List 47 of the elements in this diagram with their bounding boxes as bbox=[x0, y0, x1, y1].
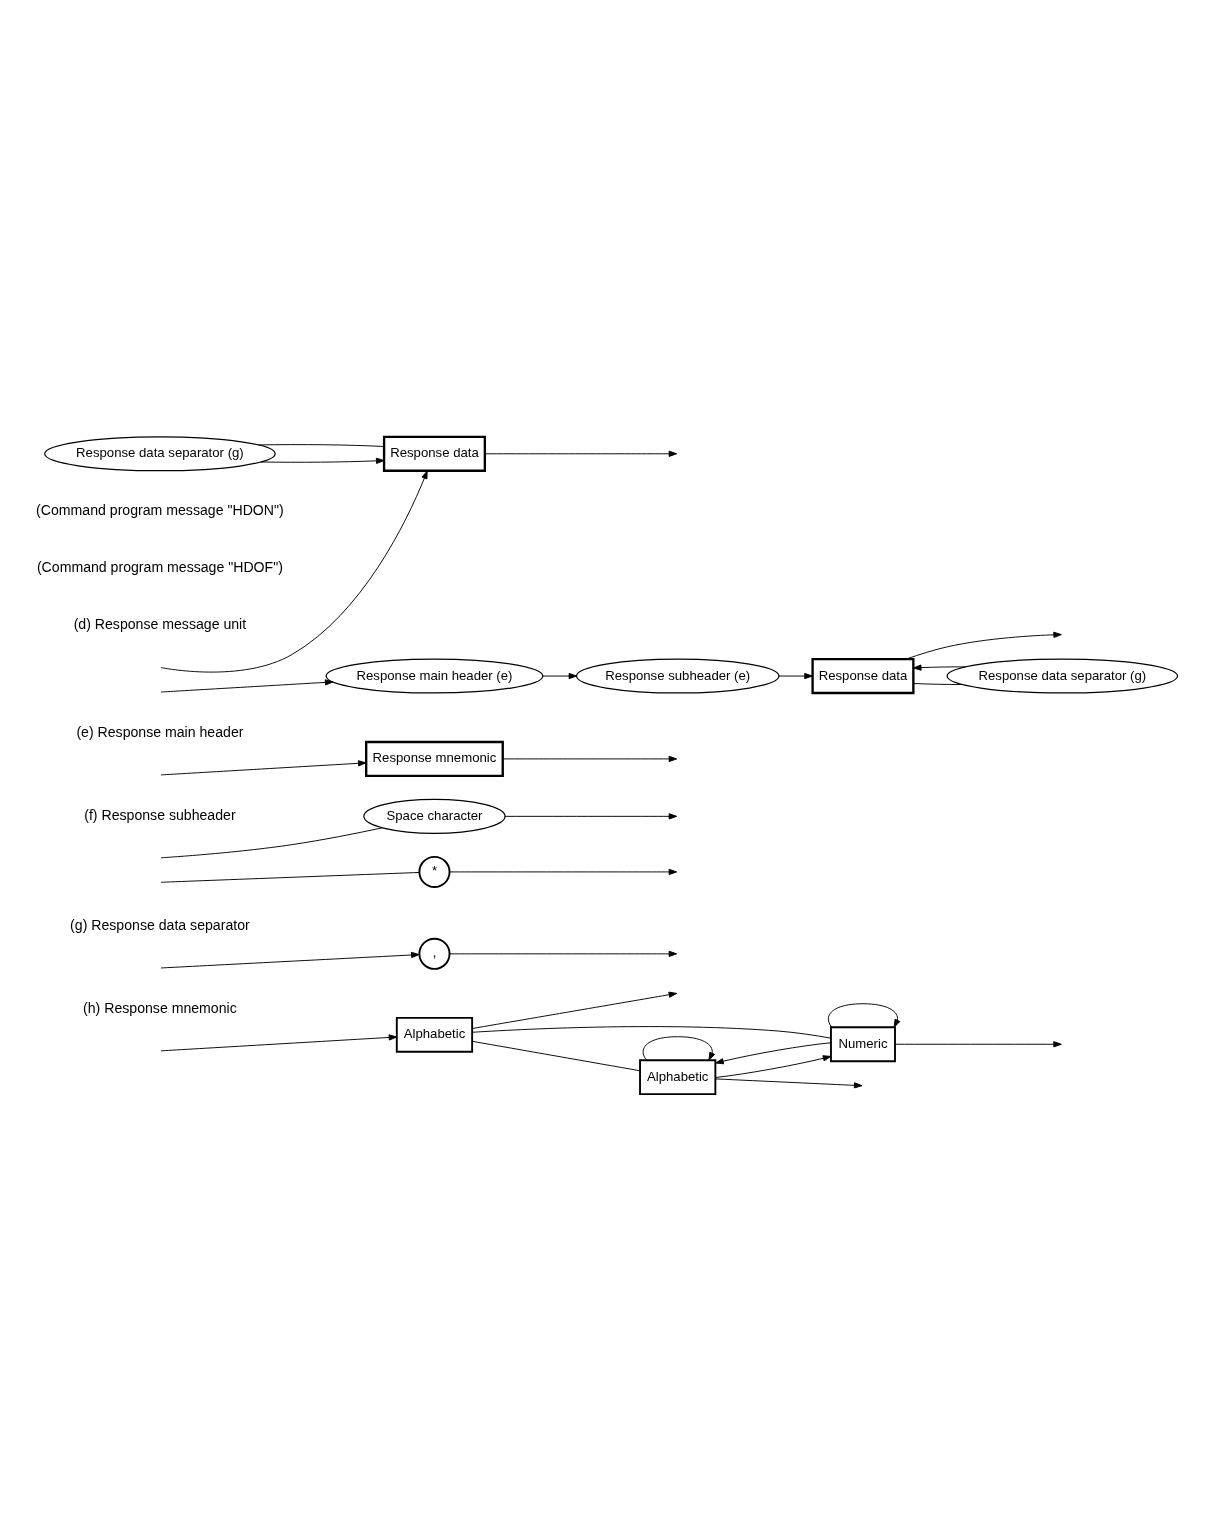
node-box: Numeric bbox=[830, 1025, 896, 1062]
arrow bbox=[778, 672, 813, 679]
connector bbox=[160, 826, 383, 858]
arrow bbox=[504, 812, 678, 819]
node-box: Response data bbox=[811, 657, 915, 694]
label: (f) Response subheader bbox=[84, 806, 236, 823]
arrow bbox=[715, 1077, 863, 1088]
label: (d) Response message unit bbox=[73, 615, 247, 632]
node-ellipse: Response subheader (e) bbox=[575, 657, 780, 694]
arrow bbox=[642, 1035, 716, 1061]
arrow bbox=[715, 1041, 832, 1064]
arrow bbox=[484, 450, 678, 457]
node-box: Alphabetic bbox=[395, 1016, 474, 1053]
arrow bbox=[160, 470, 428, 673]
node-box: Alphabetic bbox=[639, 1058, 717, 1095]
connector bbox=[471, 1040, 641, 1071]
label: (Command program message "HDOF") bbox=[36, 558, 283, 575]
connector bbox=[257, 443, 385, 447]
arrow bbox=[260, 457, 385, 464]
connector bbox=[160, 871, 420, 883]
node-ellipse: Space character bbox=[363, 798, 506, 834]
arrow bbox=[160, 678, 334, 692]
arrow bbox=[471, 991, 678, 1029]
arrow bbox=[502, 755, 678, 762]
arrow bbox=[160, 951, 420, 968]
connector bbox=[913, 682, 963, 685]
arrow bbox=[827, 1002, 901, 1028]
arrow bbox=[449, 868, 678, 875]
node-circle: , bbox=[418, 937, 451, 970]
arrow bbox=[894, 1040, 1062, 1047]
arrow bbox=[449, 950, 678, 957]
node-ellipse: Response data separator (g) bbox=[946, 657, 1179, 694]
arrow bbox=[906, 631, 1062, 659]
arrow bbox=[542, 672, 578, 679]
label: (Command program message "HDON") bbox=[36, 501, 284, 518]
node-box: Response mnemonic bbox=[365, 740, 504, 777]
arrow bbox=[913, 664, 967, 671]
node-circle: * bbox=[418, 855, 451, 888]
arrow bbox=[160, 1033, 398, 1051]
node-ellipse: Response data separator (g) bbox=[44, 435, 276, 471]
arrow bbox=[715, 1054, 832, 1078]
node-box: Response data bbox=[382, 435, 487, 472]
label: (g) Response data separator bbox=[70, 916, 250, 933]
label: (e) Response main header bbox=[76, 723, 244, 740]
connector bbox=[471, 1025, 832, 1039]
label: (h) Response mnemonic bbox=[83, 999, 237, 1016]
arrow bbox=[160, 759, 367, 775]
